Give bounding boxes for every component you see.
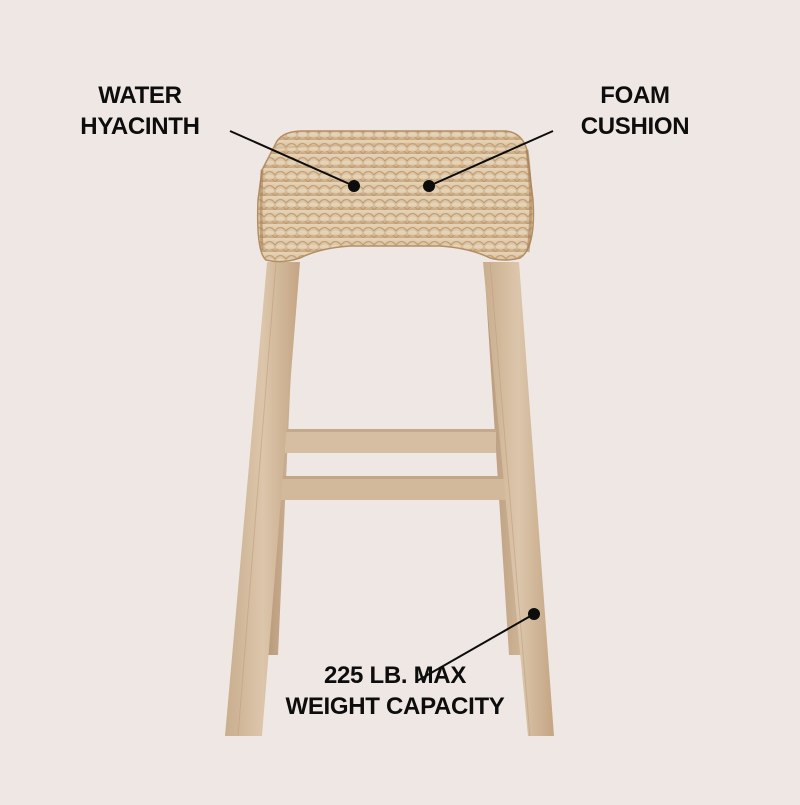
lower-stretcher [278, 476, 506, 500]
callout-weight-capacity-label: 225 LB. MAX WEIGHT CAPACITY [260, 660, 530, 722]
callout-text-line: HYACINTH [80, 113, 200, 140]
callout-weight-pointer [416, 608, 540, 682]
callout-foam-cushion-pointer [423, 130, 554, 192]
callout-text-line: WEIGHT CAPACITY [285, 693, 505, 720]
callout-text-line: FOAM [600, 82, 670, 109]
callout-text-line: CUSHION [580, 113, 690, 140]
callout-text-line: 225 LB. MAX [323, 662, 467, 689]
callout-text-line: WATER [98, 82, 182, 109]
callout-water-hyacinth-pointer [229, 130, 360, 192]
woven-seat [256, 130, 535, 263]
callout-water-hyacinth-label: WATER HYACINTH [60, 80, 220, 142]
upper-stretcher [284, 429, 496, 453]
front-left-leg [225, 262, 300, 736]
callout-foam-cushion-label: FOAM CUSHION [560, 80, 710, 142]
